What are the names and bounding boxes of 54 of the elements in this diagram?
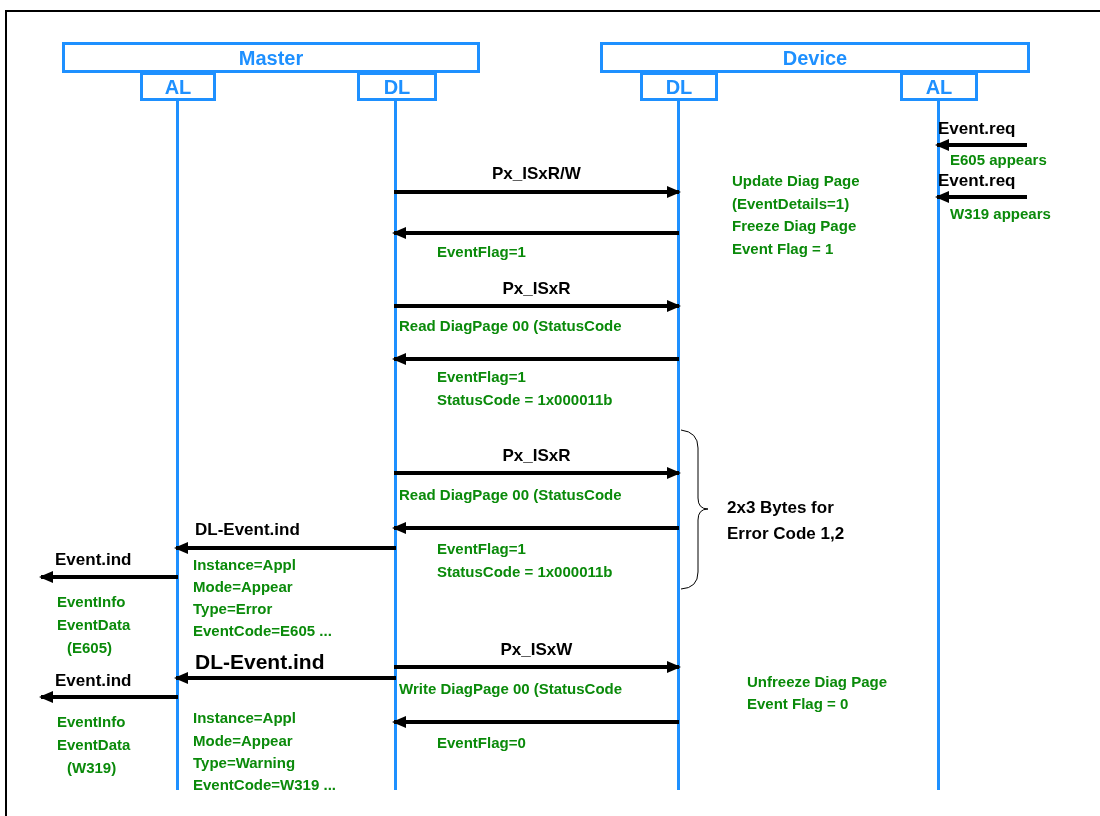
message-note: E605 appears — [950, 152, 1047, 169]
message-arrow — [935, 139, 1027, 151]
message-note: Type=Error — [193, 601, 273, 618]
message-arrow — [392, 522, 679, 534]
message-note: Write DiagPage 00 (StatusCode — [399, 681, 623, 698]
message-label: Px_ISxR — [502, 447, 571, 466]
message-note: W319 appears — [950, 206, 1051, 223]
participant-header: Master — [62, 42, 480, 73]
message-label: DL-Event.ind — [195, 650, 325, 674]
message-label: Px_ISxR — [502, 280, 571, 299]
message-label: Px_ISxW — [500, 641, 573, 660]
message-arrow — [392, 227, 679, 239]
message-note: Mode=Appear — [193, 579, 293, 596]
message-arrow — [174, 672, 396, 684]
message-arrow — [394, 300, 681, 312]
message-note: EventInfo — [57, 714, 126, 731]
message-note: EventCode=E605 ... — [193, 623, 332, 640]
message-note: EventFlag=0 — [437, 735, 526, 752]
message-note: Read DiagPage 00 (StatusCode — [399, 487, 622, 504]
message-note: Instance=Appl — [193, 557, 296, 574]
participant-header: Device — [600, 42, 1030, 73]
message-arrow — [394, 467, 681, 479]
message-note: EventCode=W319 ... — [193, 777, 336, 794]
message-arrow — [39, 691, 178, 703]
message-arrow — [394, 186, 681, 198]
message-note: Unfreeze Diag Page — [747, 674, 888, 691]
message-arrow — [392, 353, 679, 365]
message-label: Event.ind — [55, 672, 132, 691]
message-note: EventFlag=1 — [437, 541, 526, 558]
message-arrow — [935, 191, 1027, 203]
message-note: (E605) — [67, 640, 113, 657]
message-note: EventFlag=1 — [437, 369, 526, 386]
message-note: Event Flag = 1 — [732, 241, 834, 258]
message-note: (EventDetails=1) — [732, 196, 850, 213]
message-note: StatusCode = 1x000011b — [437, 564, 613, 581]
message-note: Instance=Appl — [193, 710, 296, 727]
message-arrow — [174, 542, 396, 554]
message-arrow — [392, 716, 679, 728]
message-note: EventData — [57, 617, 131, 634]
message-note: EventData — [57, 737, 131, 754]
message-note: Mode=Appear — [193, 733, 293, 750]
message-arrow — [394, 661, 681, 673]
message-note: Type=Warning — [193, 755, 296, 772]
message-note: StatusCode = 1x000011b — [437, 392, 613, 409]
message-label: DL-Event.ind — [195, 521, 300, 540]
message-label: Px_ISxR/W — [492, 165, 581, 184]
message-note: Read DiagPage 00 (StatusCode — [399, 318, 622, 335]
message-label: Event.ind — [55, 551, 132, 570]
message-note: EventInfo — [57, 594, 126, 611]
message-note: (W319) — [67, 760, 117, 777]
message-note: Event Flag = 0 — [747, 696, 849, 713]
lifeline-header: DL — [640, 72, 718, 790]
message-arrow — [39, 571, 178, 583]
message-note: Freeze Diag Page — [732, 218, 857, 235]
